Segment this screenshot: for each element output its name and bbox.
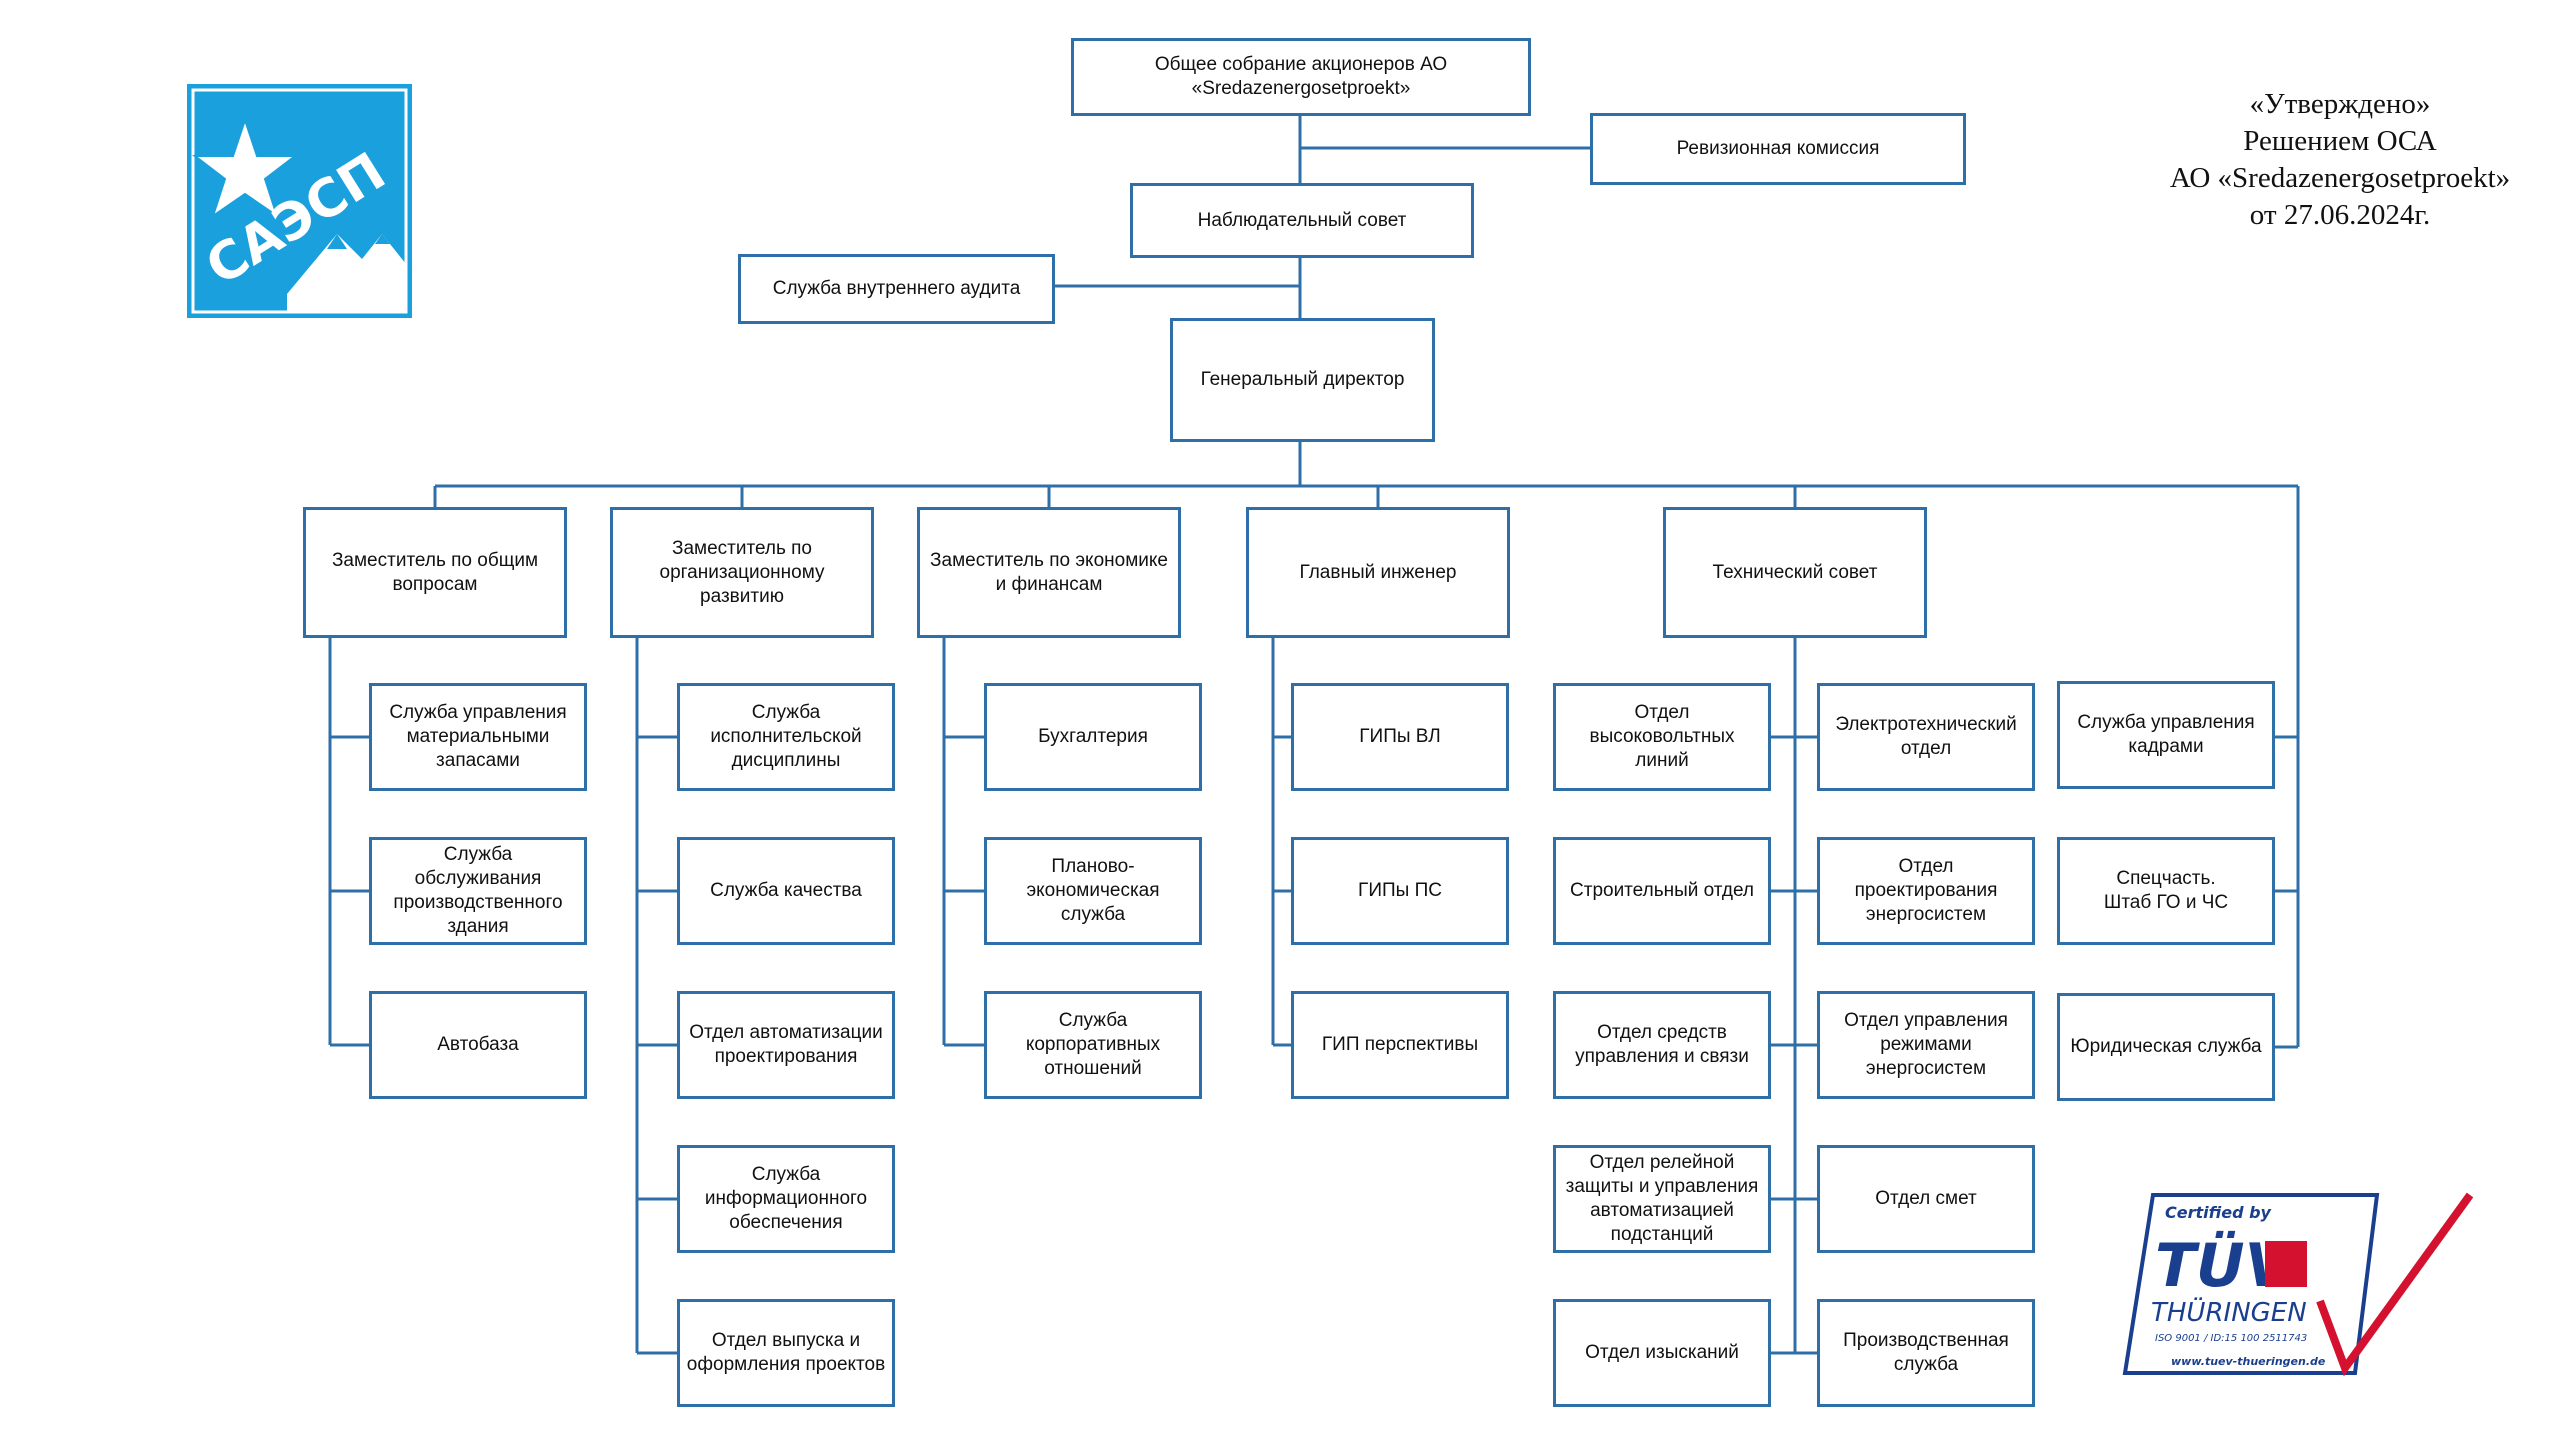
unit-box: Служба исполнительской дисциплины bbox=[677, 683, 895, 791]
unit-box: Отдел выпуска и оформления проектов bbox=[677, 1299, 895, 1407]
chief-engineer-box: Главный инженер bbox=[1246, 507, 1510, 638]
shareholders-meeting-box: Общее собрание акционеров АО «Sredazener… bbox=[1071, 38, 1531, 116]
checkmark-icon bbox=[2316, 1192, 2474, 1377]
tuv-certification-mark: Certified by TÜV THÜRINGEN ISO 9001 / ID… bbox=[2122, 1192, 2474, 1377]
unit-box: Служба управления кадрами bbox=[2057, 681, 2275, 789]
deputy-general-box: Заместитель по общим вопросам bbox=[303, 507, 567, 638]
unit-box: Планово- экономическая служба bbox=[984, 837, 1202, 945]
unit-box: Служба обслуживания производственного зд… bbox=[369, 837, 587, 945]
tuv-certified-by: Certified by bbox=[2165, 1203, 2272, 1222]
audit-commission-box: Ревизионная комиссия bbox=[1590, 113, 1966, 185]
unit-box: Отдел средств управления и связи bbox=[1553, 991, 1771, 1099]
general-director-box: Генеральный директор bbox=[1170, 318, 1435, 442]
unit-box: Бухгалтерия bbox=[984, 683, 1202, 791]
unit-box: Отдел релейной защиты и управления автом… bbox=[1553, 1145, 1771, 1253]
approval-line-4: от 27.06.2024г. bbox=[2249, 199, 2431, 231]
unit-box: Отдел проектирования энергосистем bbox=[1817, 837, 2035, 945]
unit-box: Отдел изысканий bbox=[1553, 1299, 1771, 1407]
unit-box: Производственная служба bbox=[1817, 1299, 2035, 1407]
deputy-economics-box: Заместитель по экономике и финансам bbox=[917, 507, 1181, 638]
approval-note: «Утверждено» Решением ОСА АО «Sredazener… bbox=[2080, 86, 2560, 234]
technical-council-box: Технический совет bbox=[1663, 507, 1927, 638]
deputy-organizational-box: Заместитель по организационному развитию bbox=[610, 507, 874, 638]
company-logo: САЭСП bbox=[187, 84, 412, 318]
unit-box: Отдел автоматизации проектирования bbox=[677, 991, 895, 1099]
approval-line-2: Решением ОСА bbox=[2243, 125, 2437, 157]
approval-line-1: «Утверждено» bbox=[2249, 88, 2431, 120]
unit-box: Спецчасть. Штаб ГО и ЧС bbox=[2057, 837, 2275, 945]
tuv-iso-id: ISO 9001 / ID:15 100 2511743 bbox=[2155, 1333, 2307, 1344]
unit-box: Служба качества bbox=[677, 837, 895, 945]
tuv-region: THÜRINGEN bbox=[2151, 1296, 2307, 1328]
unit-box: Служба информационного обеспечения bbox=[677, 1145, 895, 1253]
unit-box: Электротехнический отдел bbox=[1817, 683, 2035, 791]
unit-box: Служба управления материальными запасами bbox=[369, 683, 587, 791]
unit-box: Юридическая служба bbox=[2057, 993, 2275, 1101]
unit-box: ГИПы ВЛ bbox=[1291, 683, 1509, 791]
unit-box: Строительный отдел bbox=[1553, 837, 1771, 945]
unit-box: ГИП перспективы bbox=[1291, 991, 1509, 1099]
unit-box: Отдел высоковольтных линий bbox=[1553, 683, 1771, 791]
supervisory-board-box: Наблюдательный совет bbox=[1130, 183, 1474, 258]
unit-box: Служба корпоративных отношений bbox=[984, 991, 1202, 1099]
tuv-crest-icon bbox=[2265, 1241, 2307, 1287]
internal-audit-box: Служба внутреннего аудита bbox=[738, 254, 1055, 324]
tuv-url: www.tuev-thueringen.de bbox=[2171, 1355, 2326, 1368]
unit-box: Отдел управления режимами энергосистем bbox=[1817, 991, 2035, 1099]
approval-line-3: АО «Sredazenergosetproekt» bbox=[2169, 162, 2511, 194]
unit-box: Отдел смет bbox=[1817, 1145, 2035, 1253]
unit-box: Автобаза bbox=[369, 991, 587, 1099]
unit-box: ГИПы ПС bbox=[1291, 837, 1509, 945]
